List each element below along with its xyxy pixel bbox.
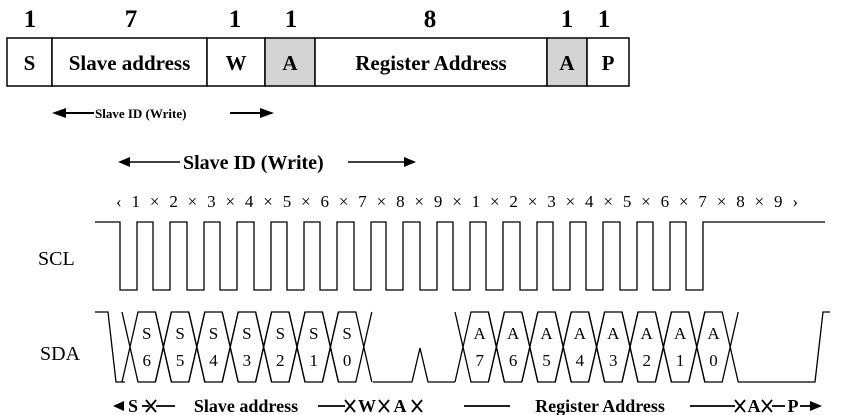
bottom-cross-6 — [761, 399, 773, 413]
bit-count-stop: 1 — [598, 6, 611, 33]
clock-sequence: ‹ 1 × 2 × 3 × 4 × 5 × 6 × 7 × 8 × 9 × 1 … — [116, 192, 798, 211]
register-bit-bottom: 4 — [576, 351, 585, 370]
field-write-label: W — [226, 51, 247, 75]
register-bit-top: A — [574, 324, 587, 343]
bottom-cross-5 — [734, 399, 746, 413]
slave-bit-top: S — [175, 324, 184, 343]
register-bit-outline — [688, 311, 739, 383]
sda-start-condition — [95, 311, 125, 383]
field-write-box — [206, 37, 266, 87]
sda-stop-condition — [738, 311, 830, 383]
bottom-annotation — [113, 399, 822, 413]
bit-count-slave-address: 7 — [125, 6, 138, 33]
bottom-label-register-address: Register Address — [535, 396, 665, 415]
slave-bit-top: S — [242, 324, 251, 343]
slave-bit-bottom: 1 — [309, 351, 318, 370]
register-bit-top: A — [507, 324, 520, 343]
bottom-cross-4 — [411, 399, 423, 413]
slave-bit-outline — [321, 311, 373, 383]
slave-id-small-label: Slave ID (Write) — [95, 106, 186, 121]
slave-bit-top: S — [309, 324, 318, 343]
register-bit-bottom: 7 — [475, 351, 484, 370]
register-bit-top: A — [707, 324, 720, 343]
field-ack2-box — [546, 37, 588, 87]
register-bit-bottom: 2 — [642, 351, 651, 370]
field-slave-address-label: Slave address — [69, 51, 191, 75]
slave-bit-top: S — [342, 324, 351, 343]
bit-count-row: 1 7 1 1 8 1 1 — [24, 6, 611, 33]
bit-count-start: 1 — [24, 6, 37, 33]
slave-bit-bottom: 4 — [209, 351, 218, 370]
frame-boxes: S Slave address W A Register Address A P — [6, 37, 630, 87]
bit-count-ack2: 1 — [561, 6, 574, 33]
field-ack1-label: A — [282, 51, 298, 75]
field-register-address-label: Register Address — [355, 51, 506, 75]
bottom-label-ack1: A — [394, 396, 407, 415]
slave-id-label: Slave ID (Write) — [183, 152, 324, 174]
slave-bit-bottom: 5 — [176, 351, 185, 370]
scl-waveform — [95, 221, 825, 291]
slave-id-span: Slave ID (Write) — [118, 152, 416, 174]
bottom-cross-2 — [344, 399, 356, 413]
slave-bit-bottom: 2 — [276, 351, 285, 370]
slave-id-right-arrowhead — [404, 157, 416, 167]
register-bit-top: A — [607, 324, 620, 343]
sda-write-ack — [373, 347, 455, 383]
sda-waveform: S 6 S 5 S 4 S 3 S 2 S 1 S 0 A 7 A 6 A 5 A 4 A 3 A 2 A 1 A 0 — [95, 311, 830, 383]
bottom-label-ack2: A — [748, 396, 761, 415]
field-stop-label: P — [602, 51, 615, 75]
register-bit-top: A — [474, 324, 487, 343]
bottom-label-slave-address: Slave address — [194, 396, 298, 415]
register-bit-top: A — [641, 324, 654, 343]
field-slave-address-box — [51, 37, 208, 87]
bottom-label-stop: P — [788, 396, 799, 415]
slave-id-small-span: Slave ID (Write) — [52, 106, 274, 121]
slave-bit-bottom: 3 — [243, 351, 252, 370]
register-bit-bottom: 0 — [709, 351, 718, 370]
bit-count-ack1: 1 — [285, 6, 298, 33]
slave-bit-top: S — [276, 324, 285, 343]
slave-bit-bottom: 6 — [142, 351, 151, 370]
bit-count-register-address: 8 — [424, 6, 437, 33]
bottom-label-write: W — [358, 396, 376, 415]
register-bit-bottom: 1 — [676, 351, 685, 370]
field-ack2-label: A — [559, 51, 575, 75]
bottom-start-arrowhead — [113, 401, 124, 411]
scl-label: SCL — [38, 248, 75, 270]
register-bit-top: A — [540, 324, 553, 343]
field-start-label: S — [24, 51, 36, 75]
bit-count-write: 1 — [229, 6, 242, 33]
bottom-label-start: S — [128, 396, 138, 415]
slave-bit-top: S — [209, 324, 218, 343]
field-start-box — [6, 37, 53, 87]
slave-id-small-left-arrowhead — [52, 108, 66, 118]
slave-bit-bottom: 0 — [343, 351, 352, 370]
bottom-end-arrowhead — [810, 401, 822, 411]
bottom-annotation-labels: S Slave address W A Register Address A P — [128, 396, 799, 415]
bottom-cross-1 — [145, 399, 157, 413]
slave-id-left-arrowhead — [118, 157, 130, 167]
register-bit-top: A — [674, 324, 687, 343]
field-stop-box — [586, 37, 630, 87]
register-bit-bottom: 3 — [609, 351, 618, 370]
register-bit-bottom: 5 — [542, 351, 551, 370]
field-register-address-box — [314, 37, 548, 87]
slave-bit-top: S — [142, 324, 151, 343]
register-bit-bottom: 6 — [509, 351, 518, 370]
sda-label: SDA — [40, 343, 81, 365]
slave-id-small-right-arrowhead — [260, 108, 274, 118]
bottom-cross-3 — [378, 399, 390, 413]
